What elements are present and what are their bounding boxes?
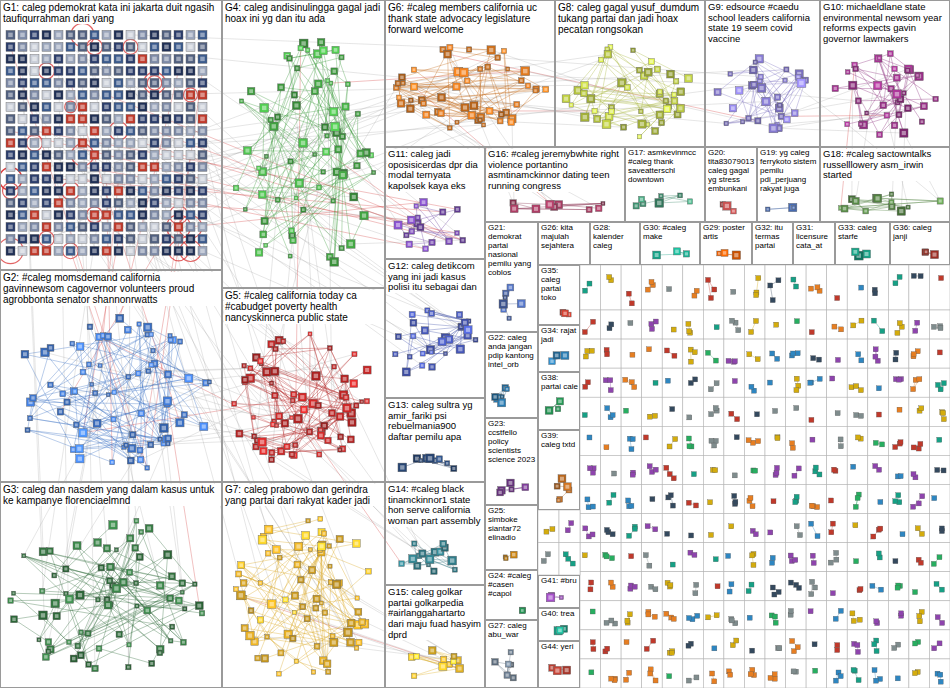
graph-stage: G1: caleg pdemokrat kata ini jakarta dui…: [0, 0, 950, 688]
